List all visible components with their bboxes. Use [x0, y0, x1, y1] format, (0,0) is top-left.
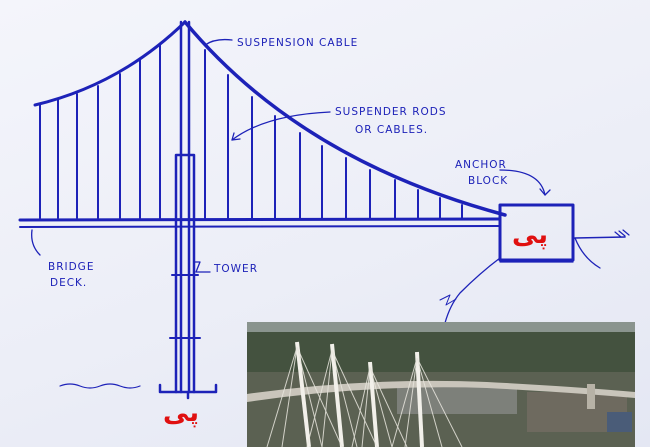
suspender-rods-left	[40, 44, 160, 218]
label-suspender-rods-2: OR CABLES.	[355, 124, 428, 136]
suspension-cable-left	[35, 22, 185, 105]
label-bridge-1: BRIDGE	[48, 261, 94, 273]
label-bridge-2: DECK.	[50, 277, 87, 289]
label-tower: TOWER	[213, 263, 258, 275]
label-suspension-cable: SUSPENSION CABLE	[237, 37, 358, 49]
foundation-mark-anchor: پی	[512, 222, 548, 248]
bridge-deck-top	[20, 219, 500, 220]
bridge-deck-bottom	[20, 226, 500, 227]
label-anchor-1: ANCHOR	[455, 159, 507, 171]
tower	[176, 22, 194, 392]
label-anchor-2: BLOCK	[468, 175, 508, 187]
label-suspender-rods-1: SUSPENDER RODS	[335, 106, 447, 118]
bridge-photo	[247, 322, 635, 447]
foundation-mark-tower: پی	[163, 400, 199, 426]
